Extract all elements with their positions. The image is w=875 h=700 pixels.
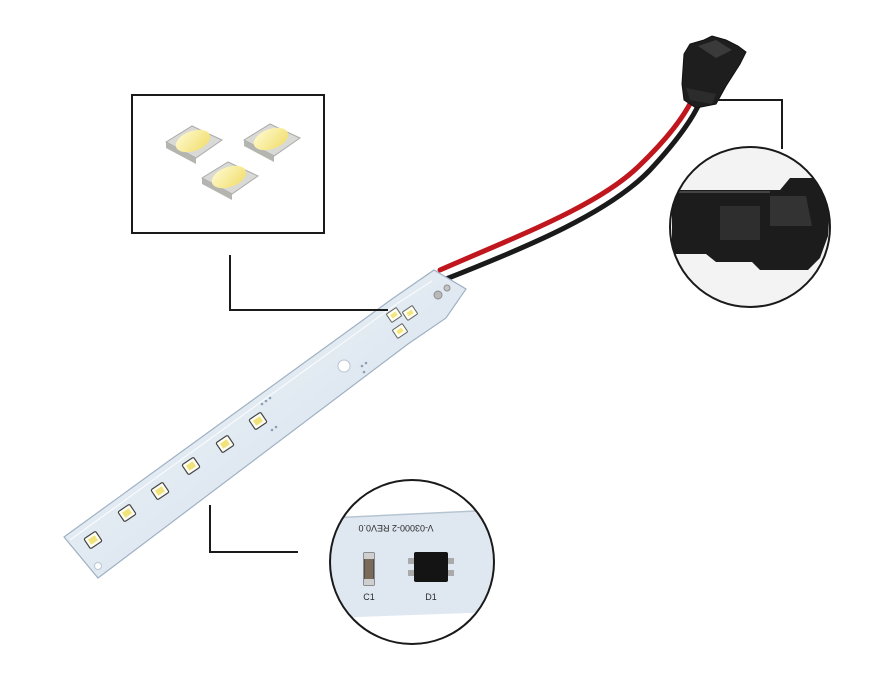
led-chip (117, 504, 137, 522)
connector-callout-line (716, 99, 783, 149)
red-wire (437, 97, 695, 273)
connector-plug (681, 35, 747, 109)
diode-d1 (414, 552, 448, 582)
component-detail-callout: V-03000-2 REV0.0 C1 D1 (209, 479, 495, 645)
component-callout-line (209, 505, 298, 553)
led-row (83, 412, 268, 549)
connector-detail-frame (669, 146, 831, 308)
led-detail-chip (164, 125, 224, 164)
component-detail-frame (329, 479, 495, 645)
led-chip (248, 412, 268, 430)
led-callout-line (229, 255, 388, 311)
black-wire (443, 99, 703, 282)
solder-pad (433, 290, 443, 300)
mount-hole (94, 562, 102, 570)
led-chip (181, 457, 201, 475)
led-chip (83, 531, 103, 549)
pcb-strip (63, 269, 467, 579)
connector-detail-callout (669, 99, 831, 308)
led-chip (150, 482, 170, 500)
solder-pad (443, 284, 451, 292)
led-detail-callout (131, 94, 388, 311)
diode-label: D1 (425, 592, 437, 602)
led-detail-chip (200, 161, 260, 200)
led-cluster (386, 305, 418, 339)
led-detail-chip (242, 123, 302, 162)
led-chip (215, 435, 235, 453)
board-silkscreen-text: V-03000-2 REV0.0 (358, 523, 433, 533)
wire-pair (437, 97, 703, 282)
capacitor-label: C1 (363, 592, 375, 602)
mount-hole (337, 359, 351, 373)
